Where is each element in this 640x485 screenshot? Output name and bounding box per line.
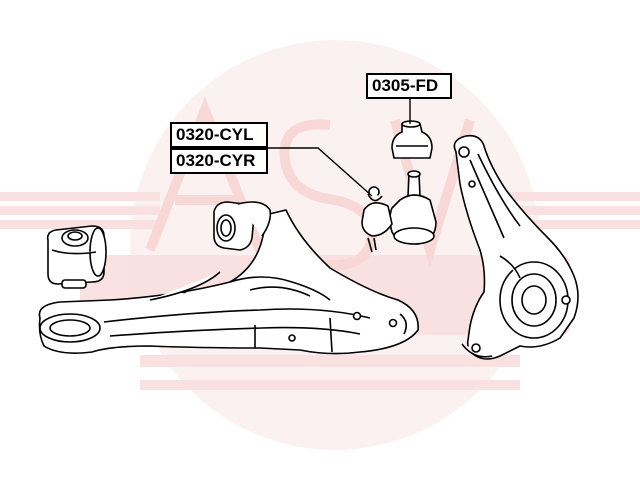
leader-0320-cy xyxy=(268,147,373,197)
rear-bushing[interactable] xyxy=(213,201,272,251)
part-label-0320-cyr[interactable]: 0320-CYR xyxy=(170,148,268,174)
ball-joint[interactable] xyxy=(361,170,437,253)
steering-knuckle[interactable] xyxy=(453,134,579,360)
part-label-0305-fd[interactable]: 0305-FD xyxy=(366,73,452,99)
ball-joint-boot[interactable] xyxy=(391,120,433,159)
lower-control-arm[interactable] xyxy=(38,209,419,355)
front-bushing[interactable] xyxy=(46,225,107,289)
leader-lines xyxy=(268,99,411,197)
part-label-0320-cyl[interactable]: 0320-CYL xyxy=(170,122,268,148)
